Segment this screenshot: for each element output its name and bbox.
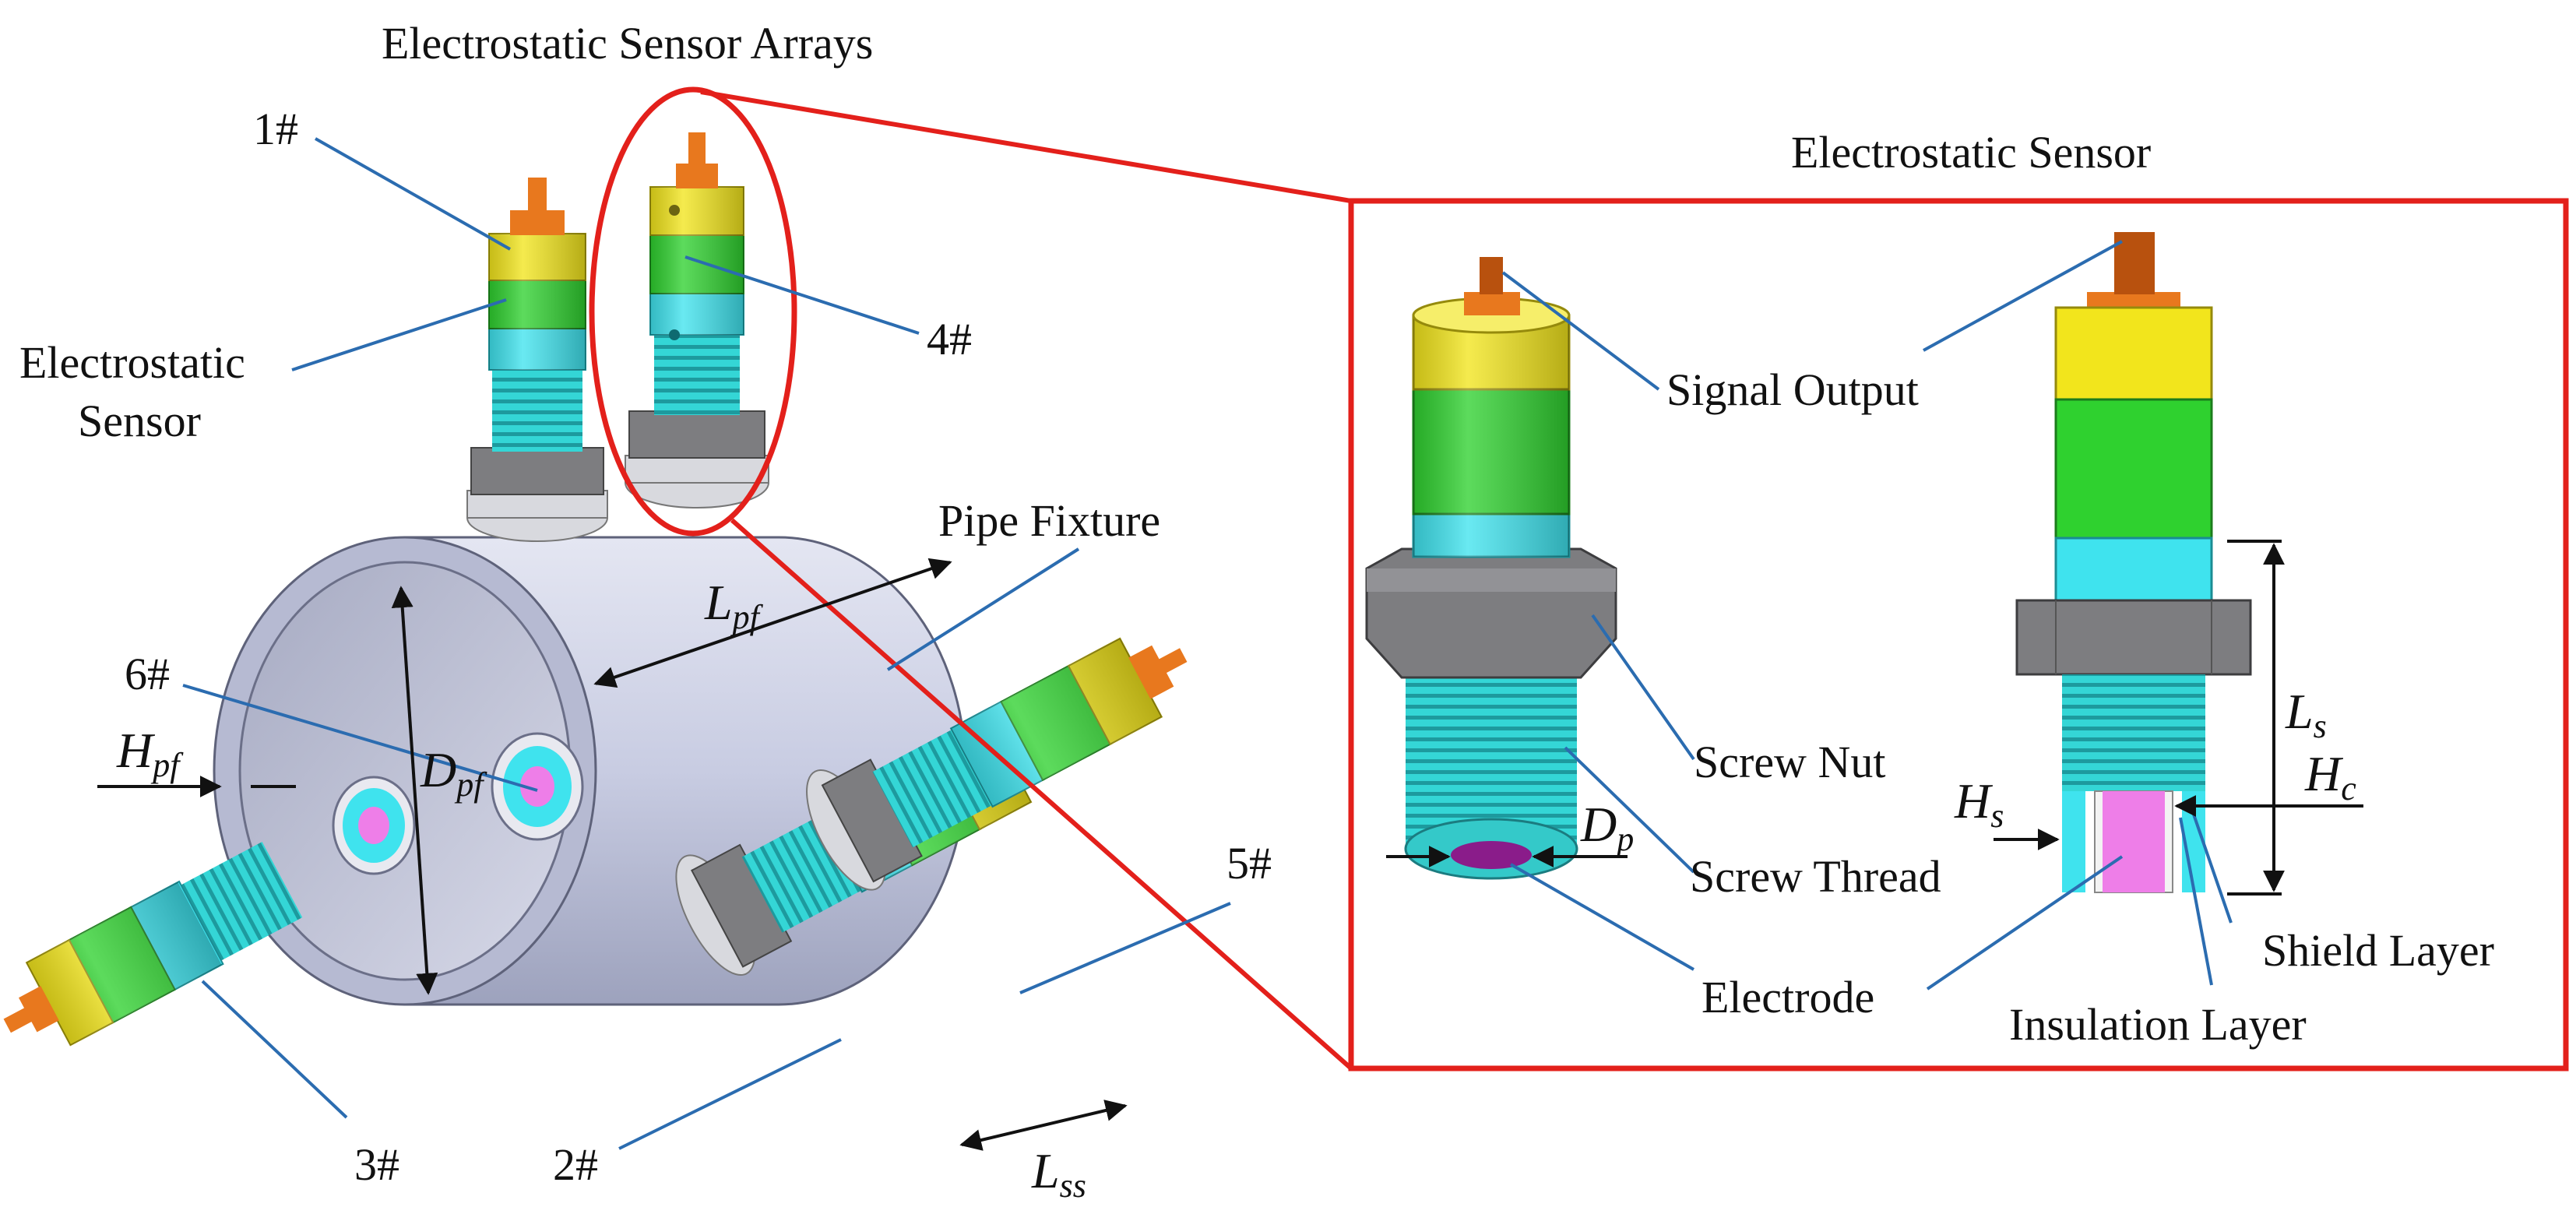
detail-frame bbox=[1348, 198, 2569, 1072]
zoom-line-top bbox=[700, 90, 1352, 203]
dimension-arrows bbox=[97, 540, 2363, 1151]
label-electrostatic-sensor-line2: Sensor bbox=[78, 396, 201, 446]
label-4: 4# bbox=[927, 314, 972, 364]
dim-ls: Ls bbox=[2285, 684, 2327, 745]
highlight-ellipse bbox=[589, 86, 797, 537]
label-signal-output: Signal Output bbox=[1666, 364, 1919, 415]
sensor-1 bbox=[466, 178, 608, 542]
label-5: 5# bbox=[1226, 838, 1272, 889]
inner-sensor-opposite bbox=[332, 776, 416, 875]
sensor-3 bbox=[3, 842, 303, 1047]
label-pipe-fixture: Pipe Fixture bbox=[938, 495, 1160, 546]
dim-lss: Lss bbox=[1031, 1143, 1086, 1203]
inner-sensor-6 bbox=[491, 732, 584, 841]
dim-hs: Hs bbox=[1954, 773, 2004, 835]
sensor-4 bbox=[625, 132, 769, 508]
dim-dp: Dp bbox=[1580, 797, 1634, 858]
detail-sensor-section bbox=[2015, 232, 2252, 893]
label-6: 6# bbox=[125, 649, 170, 699]
detail-sensor-3d bbox=[1365, 257, 1617, 880]
label-screw-thread: Screw Thread bbox=[1690, 851, 1941, 902]
dim-hc: Hc bbox=[2304, 746, 2356, 808]
label-2: 2# bbox=[553, 1139, 598, 1190]
dim-lpf: Lpf bbox=[704, 575, 764, 636]
label-screw-nut: Screw Nut bbox=[1694, 737, 1885, 787]
label-3: 3# bbox=[354, 1139, 399, 1190]
label-electrostatic-sensor-line1: Electrostatic bbox=[19, 337, 245, 388]
leader-lines bbox=[182, 137, 2233, 1150]
arrays-title: Electrostatic Sensor Arrays bbox=[382, 18, 873, 69]
detail-title: Electrostatic Sensor bbox=[1791, 127, 2151, 178]
label-electrode: Electrode bbox=[1701, 972, 1874, 1022]
label-1: 1# bbox=[253, 104, 298, 154]
label-insulation-layer: Insulation Layer bbox=[2009, 999, 2307, 1050]
sensor-5 bbox=[806, 637, 1188, 891]
dim-dpf: Dpf bbox=[420, 742, 487, 804]
label-shield-layer: Shield Layer bbox=[2262, 925, 2494, 976]
dim-hpf: Hpf bbox=[116, 723, 184, 784]
